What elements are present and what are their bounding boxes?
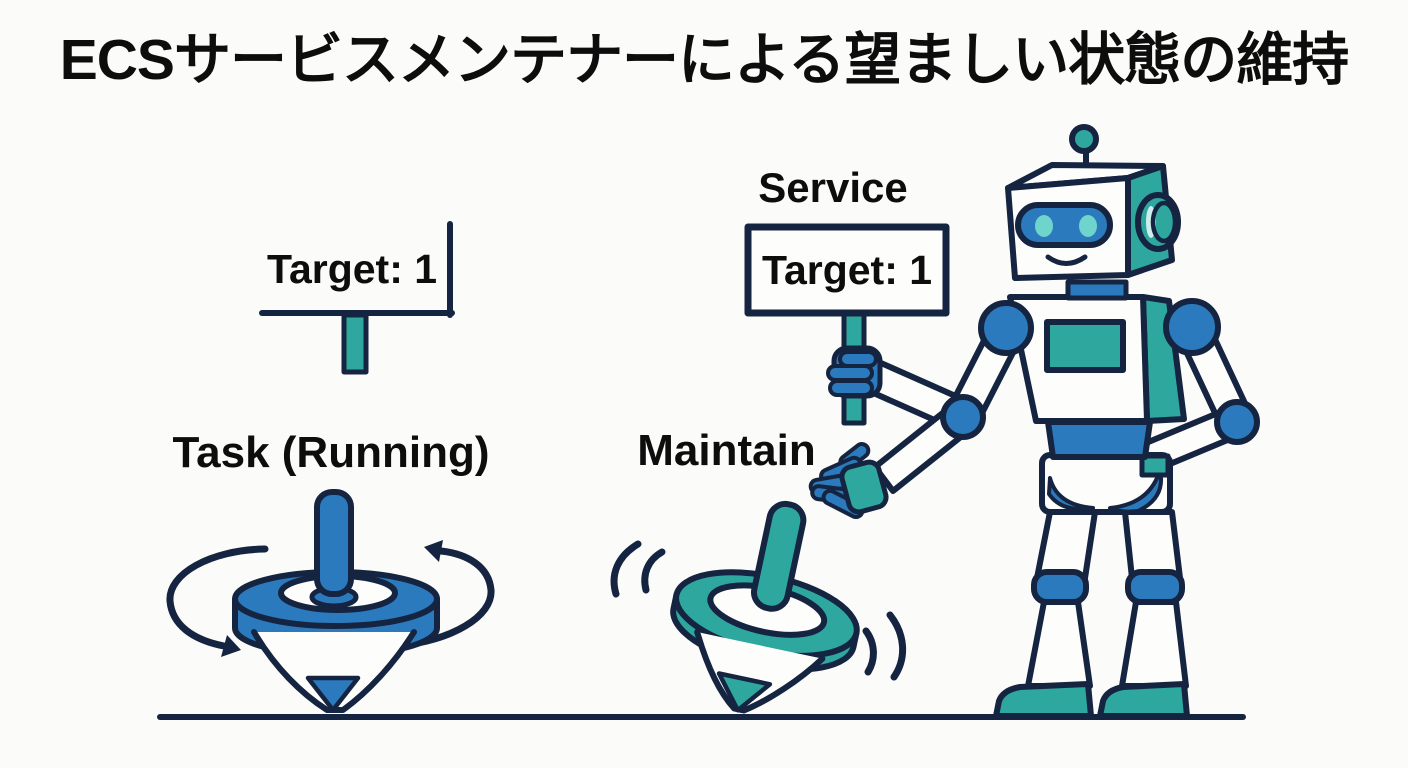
- robot-ear-inner: [1150, 200, 1178, 244]
- robot-knee-left: [1031, 569, 1089, 605]
- robot-waist: [1045, 419, 1153, 460]
- robot-smile: [1045, 254, 1088, 266]
- robot: [808, 124, 1260, 719]
- robot-shin-right: [1119, 599, 1189, 689]
- robot-neck: [1065, 279, 1129, 301]
- robot-open-palm: [839, 459, 889, 515]
- robot-hip-socket: [1139, 453, 1171, 478]
- robot-hip-crescent-left: [1047, 476, 1095, 511]
- robot-ear-outer: [1135, 192, 1181, 252]
- wobble-stem: [751, 500, 807, 612]
- robot-foot-right: [1097, 681, 1190, 719]
- wobble-mark-left-outer: [610, 540, 642, 598]
- robot-shoulder-left: [978, 300, 1034, 356]
- spinning-top-running: [166, 489, 495, 713]
- robot-hand-grip: [826, 345, 883, 399]
- robot-leg-left: [993, 509, 1098, 719]
- robot-chest-panel: [1044, 319, 1126, 373]
- robot-grip-finger-1: [838, 350, 878, 368]
- service-sign-board: [744, 223, 950, 317]
- wobble-mark-left-inner: [641, 548, 666, 594]
- rotation-arrow-right-head: [424, 540, 443, 562]
- robot-hand-open: [808, 442, 889, 519]
- desired-state-sign-post: [341, 312, 369, 375]
- robot-elbow-right: [1214, 399, 1260, 445]
- rotation-arrow-right: [393, 547, 495, 650]
- task-running-label: Task (Running): [172, 428, 490, 477]
- wobble-mark-right-inner: [862, 627, 877, 676]
- robot-foot-left: [993, 681, 1094, 719]
- robot-ear: [1135, 192, 1181, 252]
- robot-antenna-ball: [1069, 124, 1099, 154]
- robot-eye-left: [1035, 215, 1053, 237]
- top-tip: [305, 675, 361, 713]
- robot-elbow-left: [940, 394, 986, 440]
- wobbling-top-body: [670, 500, 860, 714]
- robot-grip-finger-2: [826, 364, 874, 382]
- rotation-arrow-left: [166, 545, 269, 650]
- robot-head: [1005, 124, 1181, 281]
- service-sign-text: Target: 1: [761, 247, 933, 293]
- desired-state-sign: [259, 221, 455, 375]
- desired-state-sign-text: Target: 1: [266, 246, 438, 292]
- robot-pelvis: [1039, 452, 1173, 515]
- wobble-tip: [716, 671, 773, 713]
- robot-thigh-right: [1122, 509, 1183, 581]
- robot-knee-right: [1125, 569, 1185, 605]
- service-heading: Service: [758, 164, 908, 211]
- robot-eye-right: [1079, 215, 1097, 237]
- robot-torso: [1007, 294, 1187, 424]
- spinning-top-wobbling: [610, 500, 907, 714]
- page-title: ECSサービスメンテナーによる望ましい状態の維持: [59, 28, 1350, 92]
- robot-leg-right: [1097, 509, 1190, 719]
- rotation-arrow-left-head: [221, 635, 241, 657]
- maintain-label: Maintain: [637, 426, 816, 475]
- wobble-mark-right-outer: [886, 611, 907, 681]
- robot-shin-left: [1025, 599, 1093, 689]
- robot-grip-finger-3: [828, 379, 874, 397]
- robot-shoulder-right: [1163, 298, 1221, 356]
- top-stem: [314, 489, 354, 597]
- robot-thigh-left: [1034, 509, 1098, 581]
- robot-hip-crescent-right: [1108, 468, 1163, 514]
